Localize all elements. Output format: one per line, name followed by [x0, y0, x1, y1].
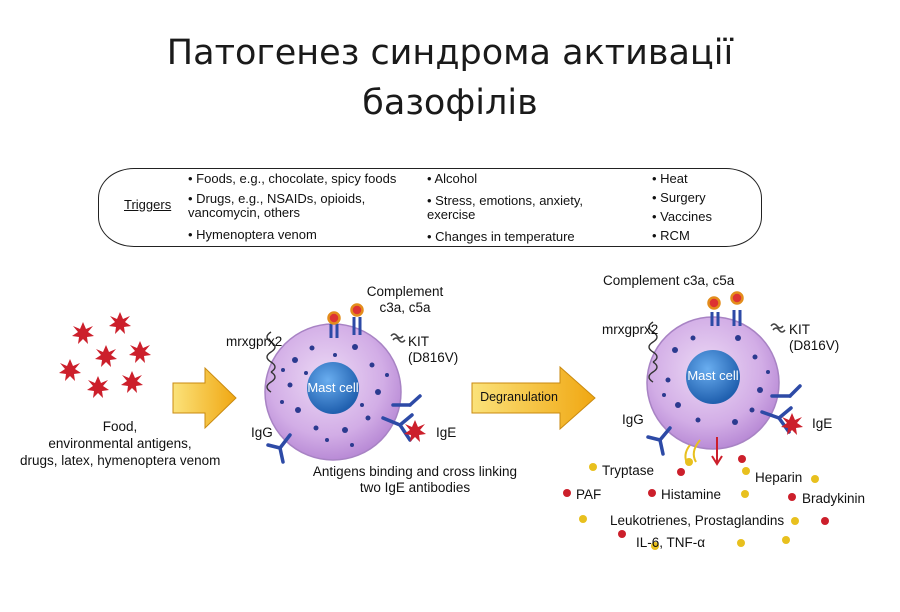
trigger-stress-cont: exercise [427, 207, 476, 222]
slide-title-line2: базофілів [362, 83, 538, 123]
left-caption-line3: drugs, latex, hymenoptera venom [20, 453, 221, 468]
degranulation-label: Degranulation [480, 390, 558, 404]
mediator-bradykinin: Bradykinin [802, 491, 866, 506]
trigger-rcm: • RCM [652, 228, 690, 243]
antigen-star [72, 322, 94, 344]
middle-kit-line2: (D816V) [408, 350, 459, 365]
middle-mast-cell-label: Mast cell [307, 380, 359, 395]
middle-kit-line1: KIT [408, 334, 430, 349]
left-caption: Food, environmental antigens, drugs, lat… [20, 418, 220, 469]
trigger-drugs: • Drugs, e.g., NSAIDs, opioids, [188, 191, 366, 206]
middle-complement-label: Complement c3a, c5a [350, 284, 460, 316]
middle-complement-line2: c3a, c5a [379, 300, 431, 315]
trigger-stress: • Stress, emotions, anxiety, [427, 193, 584, 208]
middle-caption-line2: two IgE antibodies [359, 480, 471, 495]
mediator-heparin: Heparin [755, 470, 803, 485]
slide-title: Патогенез синдрома активації базофілів [0, 28, 900, 128]
right-mast-cell-label: Mast cell [687, 368, 739, 383]
right-kit-label: KIT (D816V) [789, 322, 839, 354]
right-complement-label: Complement c3a, c5a [603, 273, 735, 288]
mediator-paf: PAF [576, 487, 602, 502]
trigger-foods: • Foods, e.g., chocolate, spicy foods [188, 171, 397, 186]
middle-complement-line1: Complement [366, 284, 444, 299]
mediator-leukotrienes: Leukotrienes, Prostaglandins [610, 513, 785, 528]
right-ige-label: IgE [812, 416, 833, 431]
mediator-histamine: Histamine [661, 487, 722, 502]
middle-ige-label: IgE [436, 425, 457, 440]
middle-caption: Antigens binding and cross linking two I… [290, 464, 540, 496]
left-caption-line2: environmental antigens, [48, 436, 192, 451]
antigen-star [121, 371, 143, 393]
slide-title-line1: Патогенез синдрома активації [166, 33, 734, 73]
trigger-surgery: • Surgery [652, 190, 706, 205]
triggers-heading: Triggers [124, 197, 172, 212]
antigen-star [87, 376, 109, 398]
trigger-drugs-cont: vancomycin, others [188, 205, 300, 220]
process-arrow [172, 366, 237, 430]
mediator-il6-tnf: IL-6, TNF-α [636, 535, 706, 550]
trigger-heat: • Heat [652, 171, 688, 186]
mast-cell-activated [646, 291, 803, 466]
right-kit-line1: KIT [789, 322, 811, 337]
mast-cell-resting [264, 303, 426, 464]
antigen-star [95, 345, 117, 367]
right-mrgprx2-label: mrxgprx2 [602, 322, 659, 337]
mediator-granules [563, 455, 829, 550]
middle-kit-label: KIT (D816V) [408, 334, 458, 366]
right-igg-label: IgG [622, 412, 644, 427]
trigger-temperature: • Changes in temperature [427, 229, 575, 244]
trigger-alcohol: • Alcohol [427, 171, 478, 186]
antigen-star [129, 341, 151, 363]
trigger-venom: • Hymenoptera venom [188, 227, 317, 242]
mediator-tryptase: Tryptase [602, 463, 655, 478]
middle-caption-line1: Antigens binding and cross linking [312, 464, 518, 479]
antigen-cluster [59, 312, 151, 398]
middle-mrgprx2-label: mrxgprx2 [226, 334, 283, 349]
middle-igg-label: IgG [251, 425, 273, 440]
degranulation-arrow-shape [471, 365, 596, 431]
left-caption-line1: Food, [102, 419, 138, 434]
antigen-star [109, 312, 131, 334]
trigger-vaccines: • Vaccines [652, 209, 712, 224]
right-kit-line2: (D816V) [789, 338, 840, 353]
triggers-box [98, 168, 762, 247]
antigen-star [59, 359, 81, 381]
